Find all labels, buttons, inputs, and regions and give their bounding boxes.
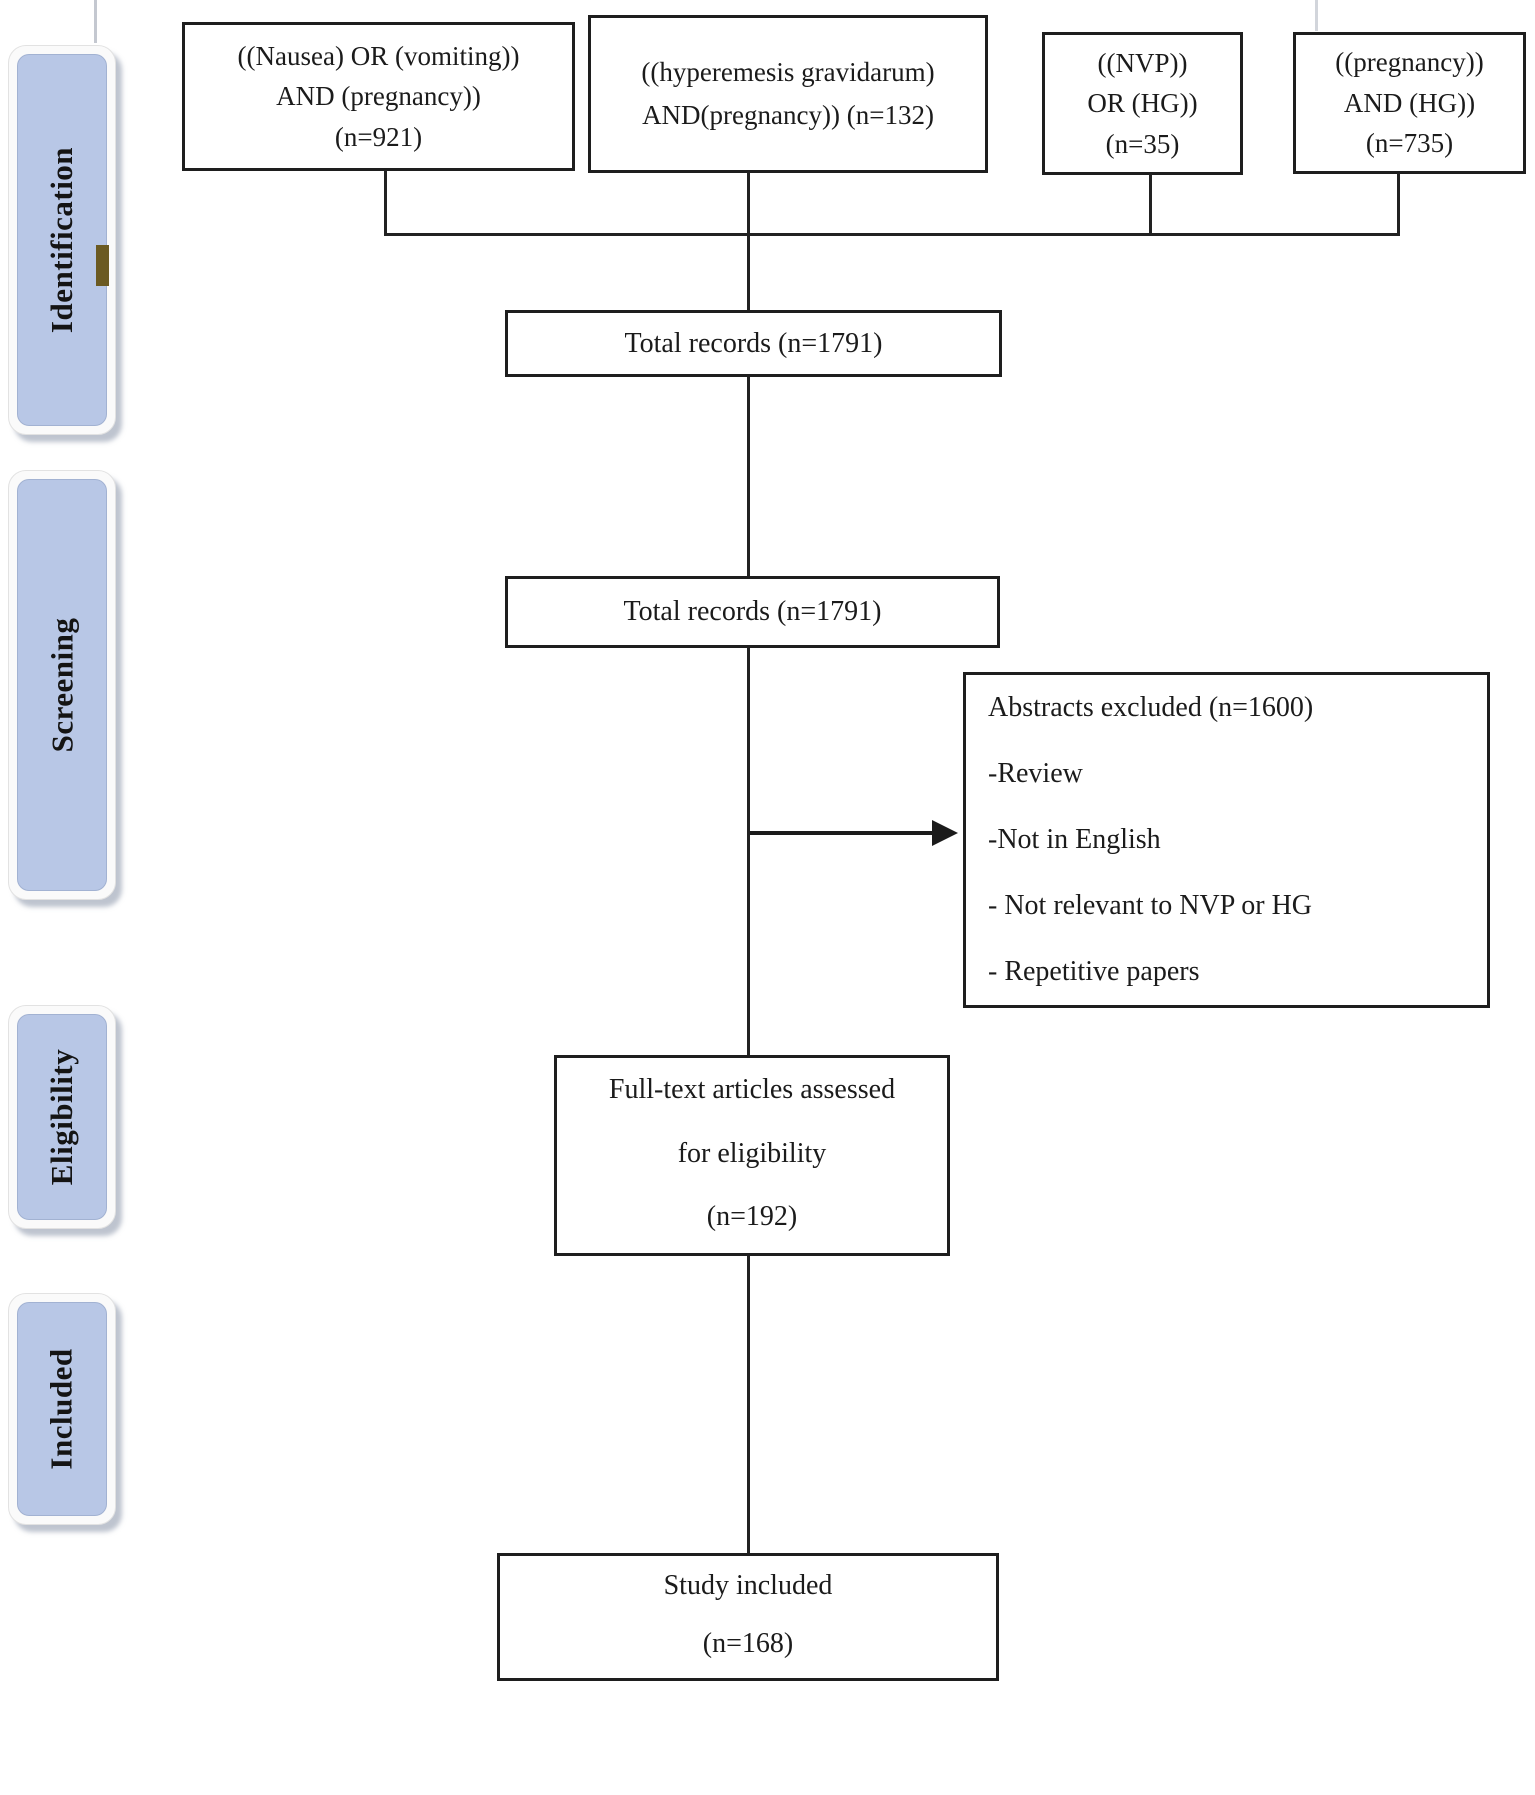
stage-identification: Identification (8, 45, 116, 435)
search-query-line: ((pregnancy)) (1335, 47, 1484, 78)
full-text-assessed-box: Full-text articles assessed for eligibil… (554, 1055, 950, 1256)
search-query-line: OR (HG)) (1087, 88, 1198, 119)
full-text-line: Full-text articles assessed (608, 1074, 896, 1105)
highlight-marker (96, 245, 109, 286)
search-query-box-2: ((hyperemesis gravidarum) AND(pregnancy)… (588, 15, 988, 173)
connector-box1-down (384, 170, 387, 236)
full-text-line: for eligibility (677, 1137, 827, 1169)
connector-total1-total2 (747, 376, 750, 578)
abstracts-excluded-box: Abstracts excluded (n=1600) -Review -Not… (963, 672, 1490, 1008)
stage-included-label: Included (44, 1348, 80, 1470)
study-included-line: Study included (663, 1570, 833, 1601)
search-query-box-4: ((pregnancy)) AND (HG)) (n=735) (1293, 32, 1526, 174)
search-query-line: (n=35) (1105, 128, 1180, 159)
exclusion-reason: -Not in English (988, 824, 1161, 855)
connector-box2-down (747, 172, 750, 312)
stage-identification-label: Identification (44, 146, 79, 334)
stage-screening-label: Screening (44, 617, 79, 753)
search-query-line: AND (HG)) (1343, 87, 1476, 118)
connector-box3-down (1149, 174, 1152, 236)
stage-eligibility: Eligibility (8, 1005, 116, 1229)
stage-identification-fill: Identification (17, 54, 107, 426)
full-text-line: (n=192) (706, 1201, 798, 1232)
exclusion-reason: -Review (988, 758, 1083, 789)
artifact-line (1315, 0, 1318, 31)
connector-box4-down (1397, 173, 1400, 236)
arrow-head-icon (932, 820, 958, 846)
search-query-line: AND (pregnancy)) (276, 81, 481, 112)
search-query-line: (n=735) (1365, 128, 1454, 159)
stage-included: Included (8, 1293, 116, 1525)
search-query-box-3: ((NVP)) OR (HG)) (n=35) (1042, 32, 1243, 175)
study-included-line: (n=168) (702, 1628, 794, 1659)
total-records-text: Total records (n=1791) (624, 327, 883, 359)
stage-eligibility-label: Eligibility (44, 1048, 80, 1186)
artifact-line (94, 0, 97, 43)
exclusion-arrow-line (750, 831, 935, 835)
stage-included-fill: Included (17, 1302, 107, 1516)
connector-total2-fulltext (747, 646, 750, 1058)
search-query-line: ((hyperemesis gravidarum) (641, 56, 935, 87)
stage-eligibility-fill: Eligibility (17, 1014, 107, 1220)
stage-screening-fill: Screening (17, 479, 107, 891)
search-query-line: ((NVP)) (1097, 47, 1188, 78)
connector-fulltext-included (747, 1254, 750, 1555)
total-records-box-1: Total records (n=1791) (505, 310, 1002, 377)
exclusion-reason: - Repetitive papers (988, 956, 1200, 987)
total-records-box-2: Total records (n=1791) (505, 576, 1000, 648)
exclusion-reason: - Not relevant to NVP or HG (988, 890, 1313, 921)
stage-screening: Screening (8, 470, 116, 900)
search-query-line: AND(pregnancy)) (n=132) (642, 100, 934, 130)
abstracts-excluded-title: Abstracts excluded (n=1600) (988, 692, 1314, 723)
total-records-text: Total records (n=1791) (623, 596, 882, 627)
search-query-line: (n=921) (334, 121, 423, 152)
search-query-line: ((Nausea) OR (vomiting)) (237, 40, 520, 71)
search-query-box-1: ((Nausea) OR (vomiting)) AND (pregnancy)… (182, 22, 575, 171)
connector-merge-horizontal (384, 233, 1400, 236)
study-included-box: Study included (n=168) (497, 1553, 999, 1681)
